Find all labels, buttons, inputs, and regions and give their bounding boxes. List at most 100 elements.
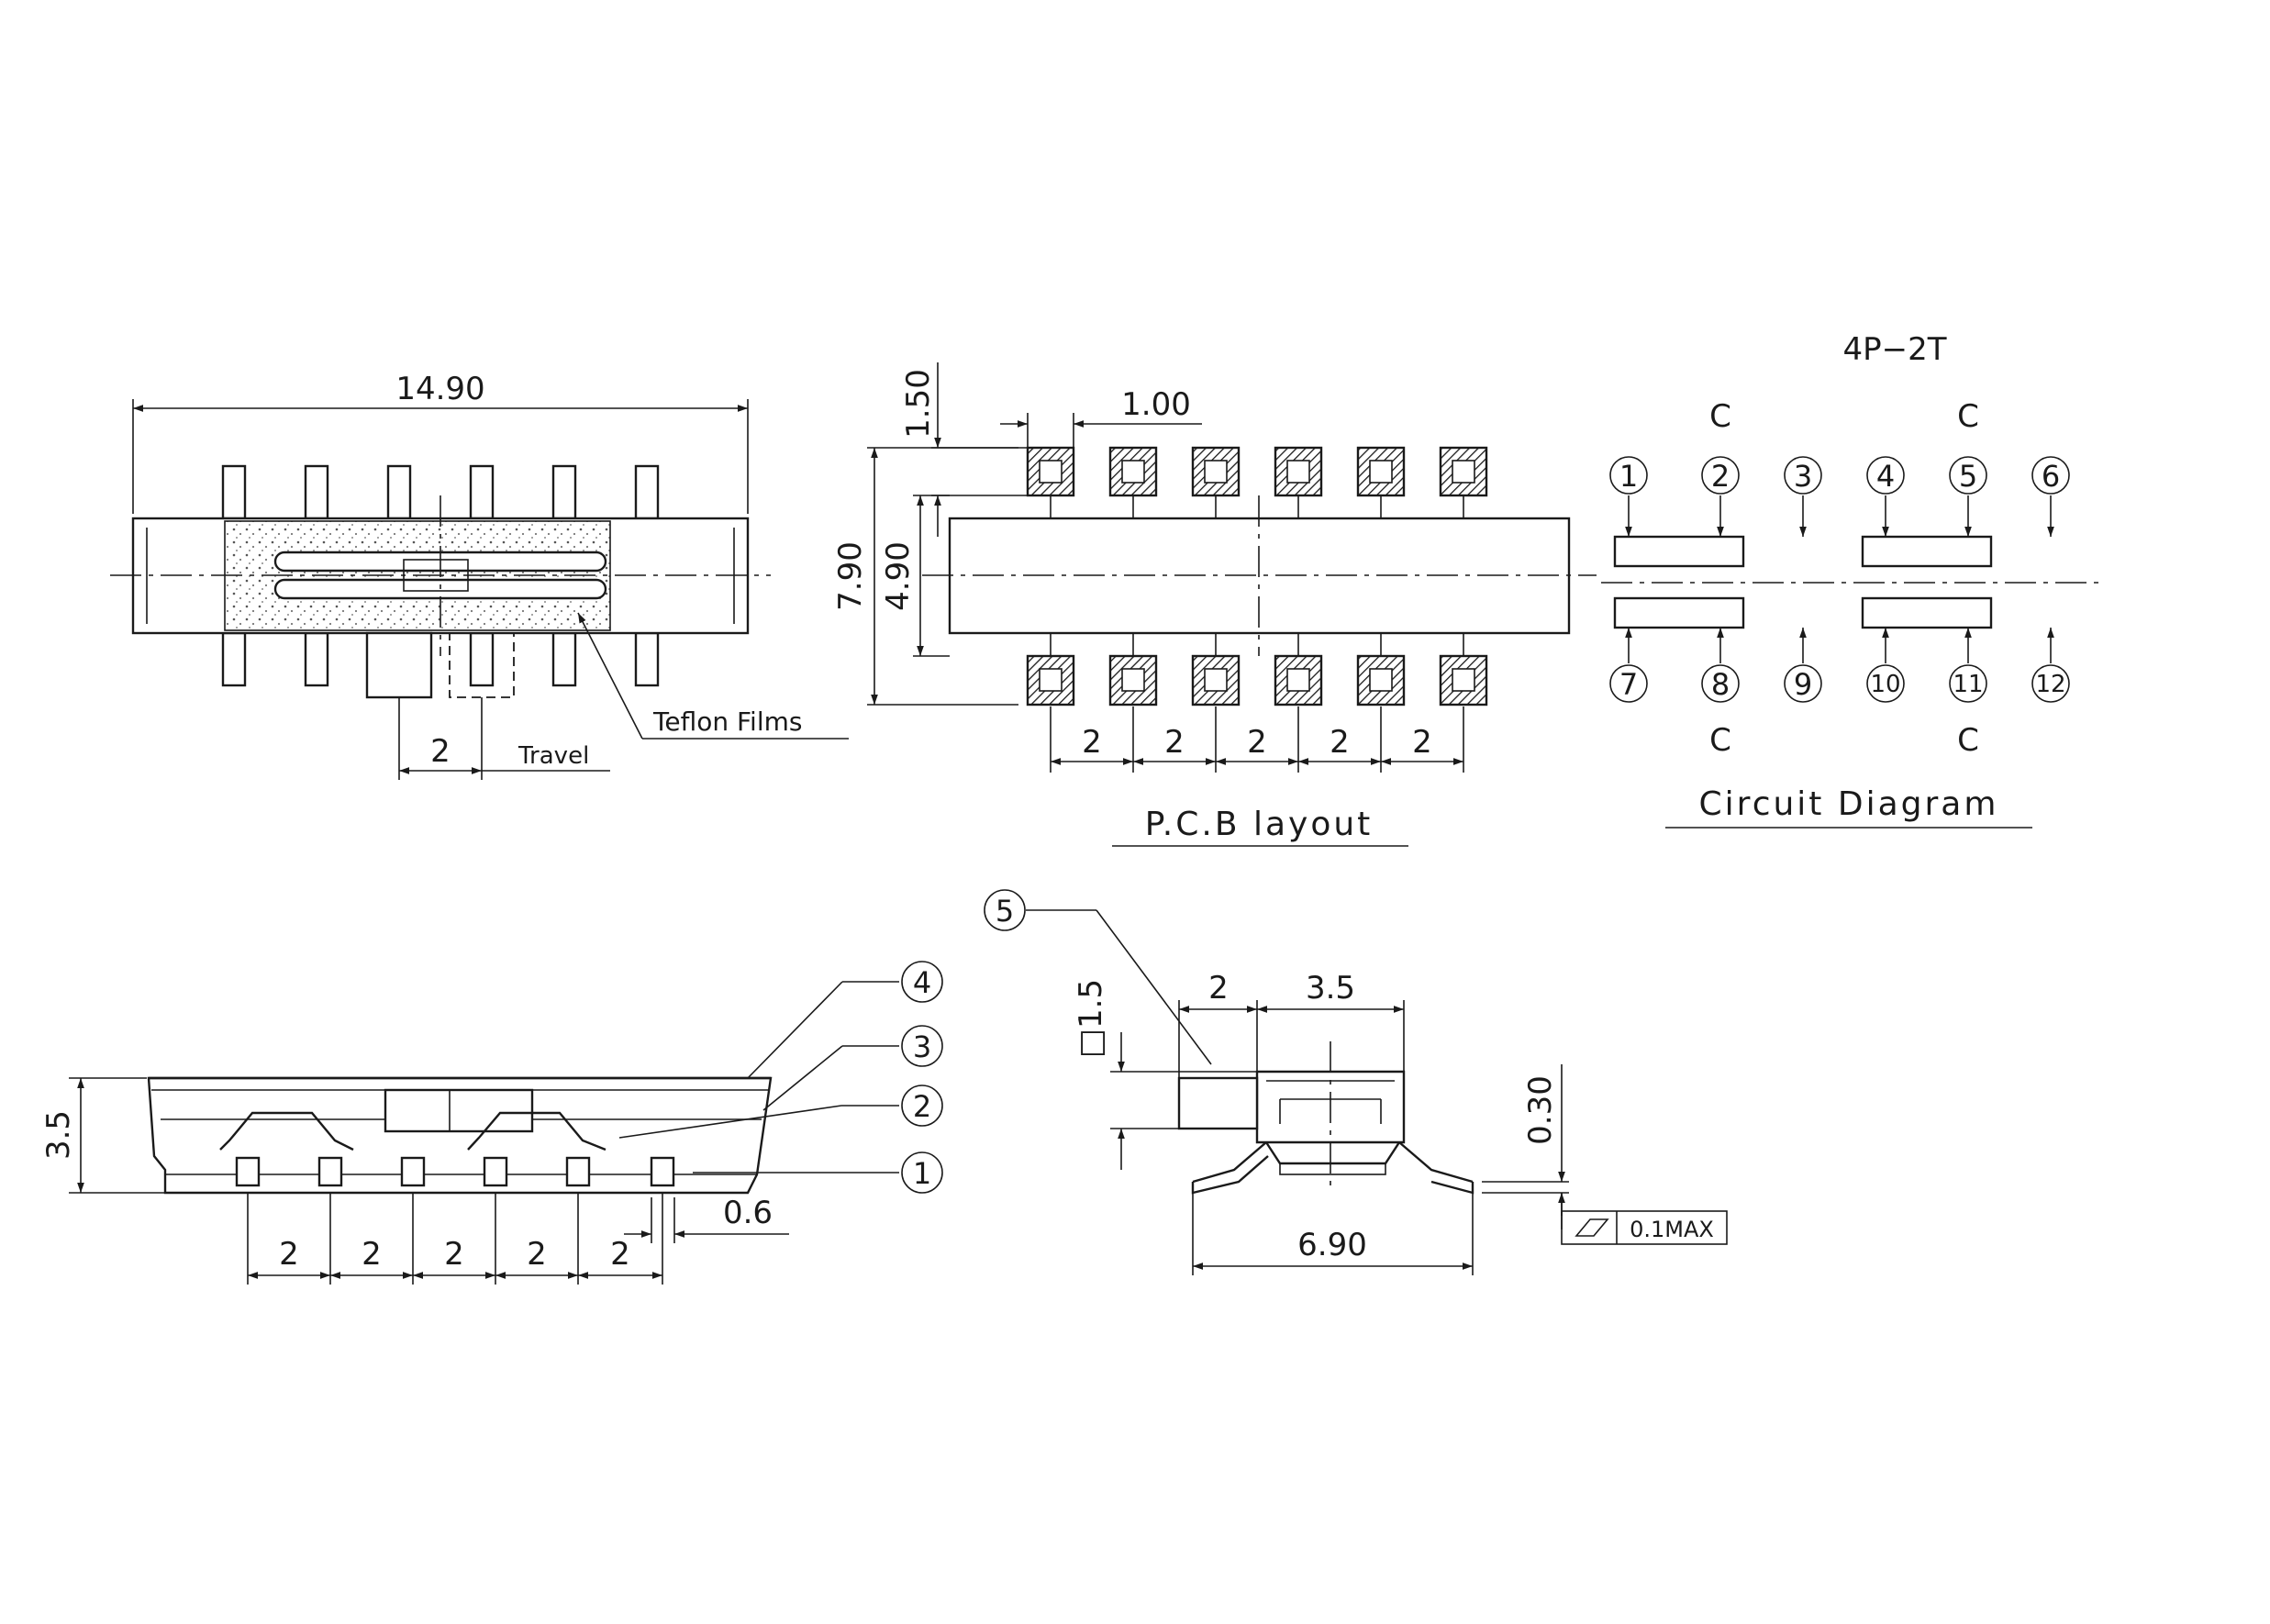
top-view-pin [469,464,495,520]
svg-text:9: 9 [1794,667,1812,702]
circuit-pin-2: 2 [1701,456,1740,495]
top-view-pin [221,631,247,687]
side-view-pin [317,1156,343,1187]
flatness-symbol [1575,1218,1609,1237]
svg-text:1: 1 [1619,459,1638,494]
pad-width-dimension: 1.00 [1121,386,1191,423]
top-view-pin [551,631,577,687]
contact-bar [1613,535,1745,568]
travel-label: Travel [517,742,589,770]
pcb-pitch-dimension: 2 [1330,724,1350,761]
svg-text:2: 2 [1711,459,1730,494]
svg-text:3: 3 [1794,459,1812,494]
pole-throw-label: 4P−2T [1842,331,1946,368]
svg-text:2: 2 [913,1089,931,1124]
svg-text:5: 5 [996,894,1014,929]
svg-text:1: 1 [913,1156,931,1191]
side-view-pin [483,1156,508,1187]
top-view-pin [304,631,329,687]
common-label: C [1957,398,1979,435]
top-view-pin [304,464,329,520]
side-view-pin [650,1156,675,1187]
circuit-pin-9: 9 [1784,664,1822,703]
width-dimension: 14.90 [395,371,484,407]
part-callout-5: 5 [984,889,1026,931]
actuator-size-dimension: □1.5 [1073,979,1109,1058]
side-pitch-dimension: 2 [444,1236,464,1273]
circuit-pin-8: 8 [1701,664,1740,703]
top-view-pin [551,464,577,520]
circuit-pin-11: 11 [1949,664,1987,703]
side-view-housing [147,1076,773,1195]
svg-text:4: 4 [913,965,931,1000]
pcb-pitch-dimension: 2 [1247,724,1267,761]
common-label: C [1957,722,1979,759]
circuit-pin-6: 6 [2031,456,2070,495]
travel-dimension: 2 [430,733,451,770]
pcb-pitch-dimension: 2 [1082,724,1102,761]
outer-height-dimension: 7.90 [832,541,869,611]
top-view-pin [634,631,660,687]
side-pitch-dimension: 2 [610,1236,630,1273]
pin-width-dimension: 0.6 [723,1195,773,1231]
pad-height-dimension: 1.50 [900,369,937,439]
circuit-pin-10: 10 [1866,664,1905,703]
svg-text:11: 11 [1953,671,1983,698]
total-width-dimension: 6.90 [1297,1227,1367,1263]
svg-text:12: 12 [2035,671,2065,698]
end-lead [1192,1141,1267,1184]
pcb-pitch-dimension: 2 [1164,724,1185,761]
circuit-pin-4: 4 [1866,456,1905,495]
flatness-value: 0.1MAX [1630,1217,1714,1242]
circuit-pin-12: 12 [2031,664,2070,703]
circuit-pin-3: 3 [1784,456,1822,495]
contact-bar [1613,596,1745,629]
pcb-layout-title: P.C.B layout [1145,806,1374,843]
top-view: 14.90 2 Travel Teflon Films [110,371,849,780]
svg-text:3: 3 [913,1029,931,1064]
pcb-pad [1274,654,1323,706]
part-callout-3: 3 [901,1025,943,1067]
circuit-diagram-title: Circuit Diagram [1699,785,1999,823]
actuator-width-dimension: 3.5 [1306,970,1355,1007]
side-view-pin [400,1156,426,1187]
contact-spring [467,1111,606,1151]
svg-text:5: 5 [1959,459,1977,494]
top-view-pin [469,631,495,687]
svg-text:7: 7 [1619,667,1638,702]
top-view-pin [221,464,247,520]
circuit-pin-5: 5 [1949,456,1987,495]
svg-text:8: 8 [1711,667,1730,702]
pcb-layout-view: 1.50 1.00 7.90 4.90 2 2 2 2 2 P.C.B layout [832,362,1597,847]
end-view: 5 □1.5 2 3.5 6.90 0.30 0.1MAX [984,889,1728,1275]
inner-height-dimension: 4.90 [880,541,917,611]
part-callout-2: 2 [901,1085,943,1127]
actuator-travel-position [449,632,515,698]
common-label: C [1709,722,1731,759]
slide-actuator [365,631,433,699]
pcb-pitch-dimension: 2 [1412,724,1432,761]
part-callout-1: 1 [901,1151,943,1194]
top-view-pin [386,464,412,520]
circuit-pin-7: 7 [1609,664,1648,703]
contact-spring [219,1111,354,1151]
top-view-pin [634,464,660,520]
svg-text:4: 4 [1876,459,1895,494]
svg-text:6: 6 [2042,459,2060,494]
side-view-pin [235,1156,261,1187]
circuit-pin-1: 1 [1609,456,1648,495]
side-pitch-dimension: 2 [279,1236,299,1273]
part-callout-4: 4 [901,961,943,1003]
side-view-pin [565,1156,591,1187]
flatness-frame [1561,1210,1728,1245]
end-lead [1398,1141,1474,1184]
side-actuator [384,1088,534,1133]
svg-text:10: 10 [1870,671,1900,698]
teflon-films-label: Teflon Films [652,706,802,737]
side-height-dimension: 3.5 [40,1110,77,1160]
common-label: C [1709,398,1731,435]
